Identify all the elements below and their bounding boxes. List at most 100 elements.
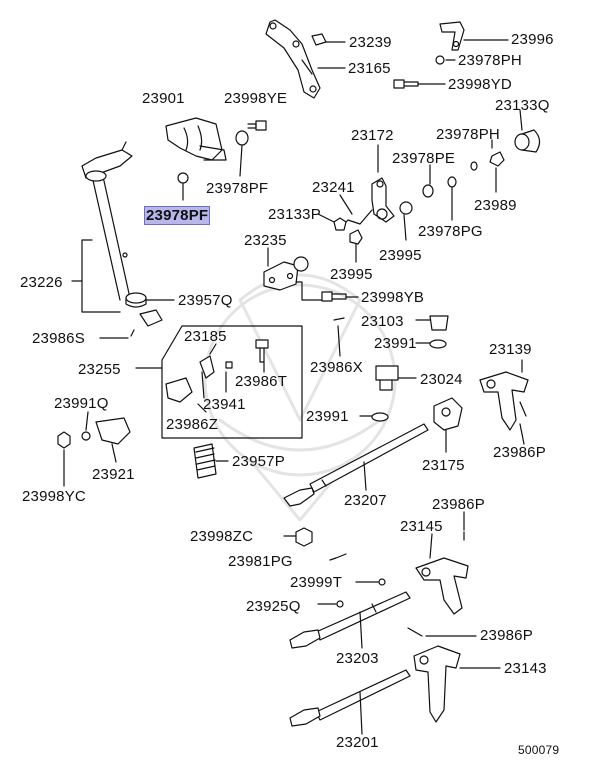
leader-23995-a [403, 214, 407, 241]
label-23941[interactable]: 23941 [203, 396, 246, 413]
label-23998YB[interactable]: 23998YB [361, 289, 425, 306]
label-23921[interactable]: 23921 [92, 466, 135, 483]
bracket-23921 [95, 417, 131, 445]
label-23989[interactable]: 23989 [474, 197, 517, 214]
pin-23981PG [335, 553, 347, 559]
leader-23241 [339, 194, 353, 215]
label-23103[interactable]: 23103 [361, 313, 404, 330]
label-23024[interactable]: 23024 [420, 371, 463, 388]
label-23145[interactable]: 23145 [400, 518, 443, 535]
label-23995-b[interactable]: 23995 [330, 266, 373, 283]
pin-23986Z [201, 371, 205, 399]
washer-23978PG [447, 176, 457, 188]
leader-23203 [359, 611, 363, 649]
label-23998ZC[interactable]: 23998ZC [190, 528, 254, 545]
gasket-23991-a [429, 339, 447, 349]
label-23986P-c[interactable]: 23986P [480, 627, 533, 644]
clip-23239 [311, 33, 327, 46]
label-23996[interactable]: 23996 [511, 31, 554, 48]
leader-23998YB-path [295, 281, 327, 301]
bolt-23998YE [247, 120, 267, 131]
washer-23978PH [435, 55, 445, 65]
bracket-23226 [81, 239, 121, 313]
bolt-23998YD [393, 79, 419, 89]
bushing-23133P [333, 217, 347, 231]
label-23978PF-b-highlighted[interactable]: 23978PF [144, 206, 211, 225]
rod-23203 [289, 591, 411, 649]
ring-23235 [293, 256, 309, 272]
label-23241[interactable]: 23241 [312, 179, 355, 196]
label-23957Q[interactable]: 23957Q [178, 292, 233, 309]
leader-23921 [111, 443, 117, 463]
label-23986P-b[interactable]: 23986P [432, 496, 485, 513]
label-23143[interactable]: 23143 [504, 660, 547, 677]
label-23986T[interactable]: 23986T [235, 373, 288, 390]
plug-23103 [429, 315, 449, 331]
label-23165[interactable]: 23165 [348, 60, 391, 77]
label-23991-a[interactable]: 23991 [374, 335, 417, 352]
label-23235[interactable]: 23235 [244, 232, 287, 249]
label-23978PH-top[interactable]: 23978PH [458, 52, 522, 69]
leader-23941 [197, 403, 207, 413]
label-23991-b[interactable]: 23991 [306, 408, 349, 425]
label-23998YD[interactable]: 23998YD [448, 76, 512, 93]
label-23239[interactable]: 23239 [349, 34, 392, 51]
label-23986P-a[interactable]: 23986P [493, 444, 546, 461]
spring-23957P [193, 443, 217, 479]
label-23255[interactable]: 23255 [78, 361, 121, 378]
bolt-23185 [255, 339, 269, 363]
gasket-23991-b [371, 412, 389, 422]
label-23978PF-a[interactable]: 23978PF [206, 180, 269, 197]
fork-23145 [415, 557, 469, 615]
label-23957P[interactable]: 23957P [232, 453, 285, 470]
bushing-23133Q [514, 129, 541, 153]
label-23986X[interactable]: 23986X [310, 359, 363, 376]
ball-23925Q [336, 600, 344, 608]
rod-23207 [283, 423, 429, 507]
leader-23981PG [329, 557, 337, 561]
label-23981PG[interactable]: 23981PG [228, 553, 293, 570]
label-23991Q[interactable]: 23991Q [54, 395, 109, 412]
washer-23995-a [399, 201, 413, 215]
label-23999T[interactable]: 23999T [290, 574, 343, 591]
label-23133Q[interactable]: 23133Q [495, 97, 550, 114]
spring-23986T [225, 361, 233, 369]
label-23978PH-mid[interactable]: 23978PH [436, 126, 500, 143]
washer-23978PE [422, 184, 434, 198]
washer-23978PF-a [235, 130, 249, 146]
washer-23978PF-b [177, 172, 189, 184]
lever-23172 [371, 177, 395, 223]
label-23207[interactable]: 23207 [344, 492, 387, 509]
label-23901[interactable]: 23901 [142, 90, 185, 107]
fork-23139 [479, 371, 529, 431]
switch-23024 [375, 365, 399, 391]
label-23185[interactable]: 23185 [184, 328, 227, 345]
label-23203[interactable]: 23203 [336, 650, 379, 667]
label-23998YC[interactable]: 23998YC [22, 488, 86, 505]
pin-23986P-a [519, 401, 527, 417]
label-23995-a[interactable]: 23995 [379, 247, 422, 264]
leader-23145 [429, 533, 433, 559]
label-23986S[interactable]: 23986S [32, 330, 85, 347]
label-23175[interactable]: 23175 [422, 457, 465, 474]
label-23139[interactable]: 23139 [489, 341, 532, 358]
label-23226[interactable]: 23226 [20, 274, 63, 291]
block-23175 [433, 397, 463, 431]
piece-23185 [199, 355, 215, 379]
label-23925Q[interactable]: 23925Q [246, 598, 301, 615]
diagram-id: 500079 [518, 743, 560, 757]
leader-23207 [363, 461, 367, 491]
bracket-23996 [439, 21, 465, 51]
label-23201[interactable]: 23201 [336, 734, 379, 751]
label-23978PG[interactable]: 23978PG [418, 223, 483, 240]
label-23133P[interactable]: 23133P [268, 206, 321, 223]
label-23978PE[interactable]: 23978PE [392, 150, 456, 167]
block-23941 [165, 377, 193, 403]
nut-23998YC [57, 431, 71, 449]
label-23986Z[interactable]: 23986Z [166, 416, 219, 433]
label-23172[interactable]: 23172 [351, 127, 394, 144]
leader-23986X [337, 325, 341, 357]
pin-23986S [130, 329, 135, 337]
label-23998YE[interactable]: 23998YE [224, 90, 288, 107]
